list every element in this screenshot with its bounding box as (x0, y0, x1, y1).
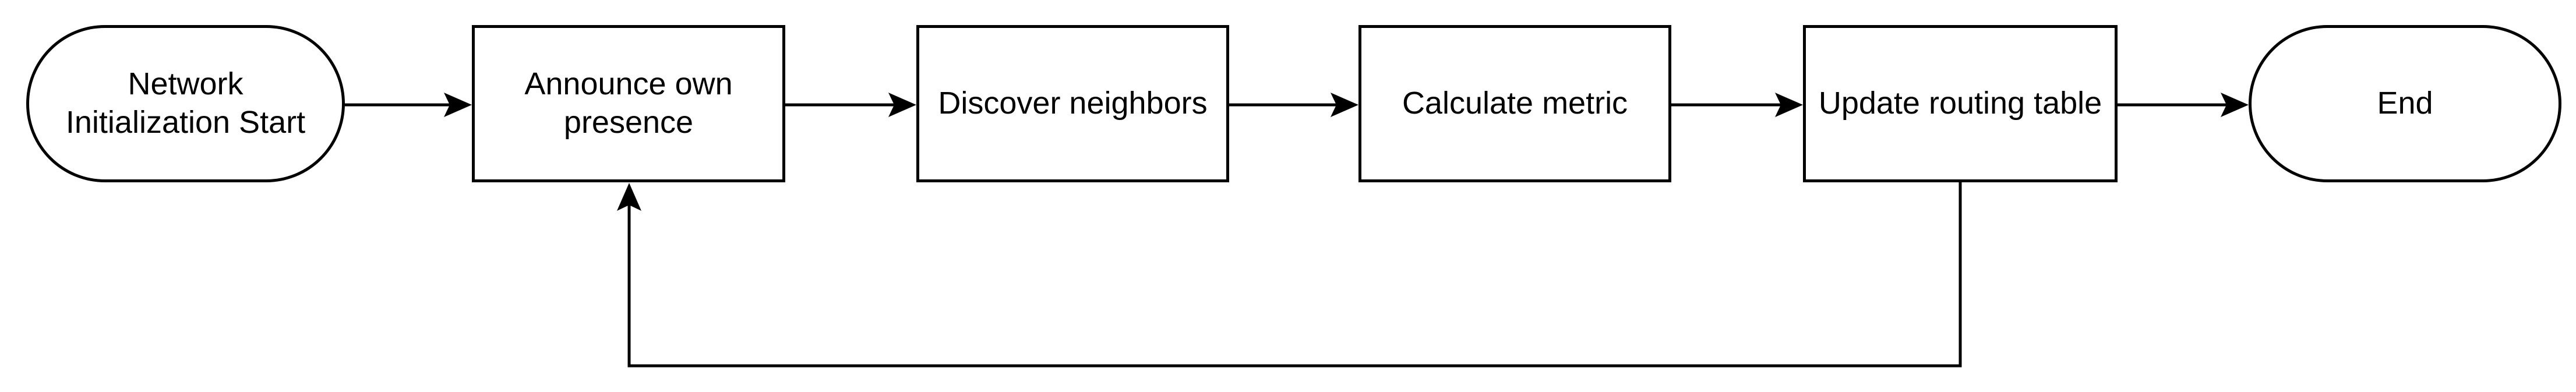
node-calculate-metric: Calculate metric (1358, 25, 1671, 182)
edge-update-to-announce-loopback-line (627, 182, 1962, 368)
node-update-routing-table: Update routing table (1803, 25, 2118, 182)
edge-calculate-to-update-arrowhead-icon (1775, 93, 1803, 117)
node-end-label: End (2377, 86, 2433, 121)
node-announce-own-presence-label: Announce own presence (524, 66, 733, 140)
node-discover-neighbors-label: Discover neighbors (938, 86, 1208, 121)
edge-update-to-announce-arrowhead-icon (617, 183, 641, 211)
node-calculate-metric-label: Calculate metric (1402, 86, 1628, 121)
node-announce-own-presence: Announce own presence (472, 25, 785, 182)
edge-start-to-announce-arrowhead-icon (444, 93, 472, 117)
node-start: Network Initialization Start (26, 25, 345, 182)
node-update-routing-table-label: Update routing table (1818, 86, 2102, 121)
edge-announce-to-discover-arrowhead-icon (888, 93, 916, 117)
node-end: End (2249, 25, 2561, 182)
node-start-label: Network Initialization Start (65, 66, 306, 140)
node-discover-neighbors: Discover neighbors (916, 25, 1229, 182)
edge-update-to-end-arrowhead-icon (2221, 93, 2249, 117)
edge-discover-to-calculate-arrowhead-icon (1331, 93, 1358, 117)
